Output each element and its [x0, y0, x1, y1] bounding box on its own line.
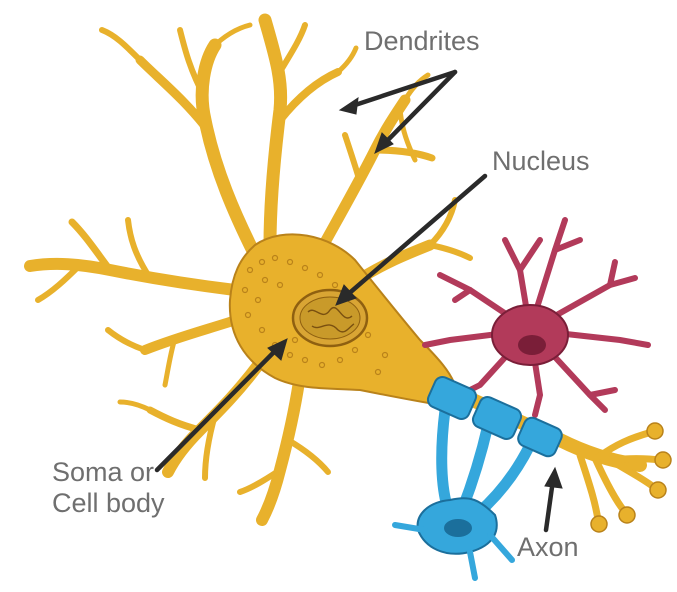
- axon-arrow: [546, 480, 553, 530]
- label-dendrites: Dendrites: [364, 26, 480, 57]
- label-soma-line1: Soma or: [52, 457, 165, 488]
- label-soma-line2: Cell body: [52, 488, 165, 519]
- label-nucleus: Nucleus: [492, 146, 590, 177]
- axon-terminals: [580, 432, 660, 520]
- label-axon: Axon: [517, 532, 579, 563]
- label-soma: Soma or Cell body: [52, 457, 165, 519]
- nucleus-arrow: [346, 176, 485, 296]
- soma-arrow: [157, 348, 278, 470]
